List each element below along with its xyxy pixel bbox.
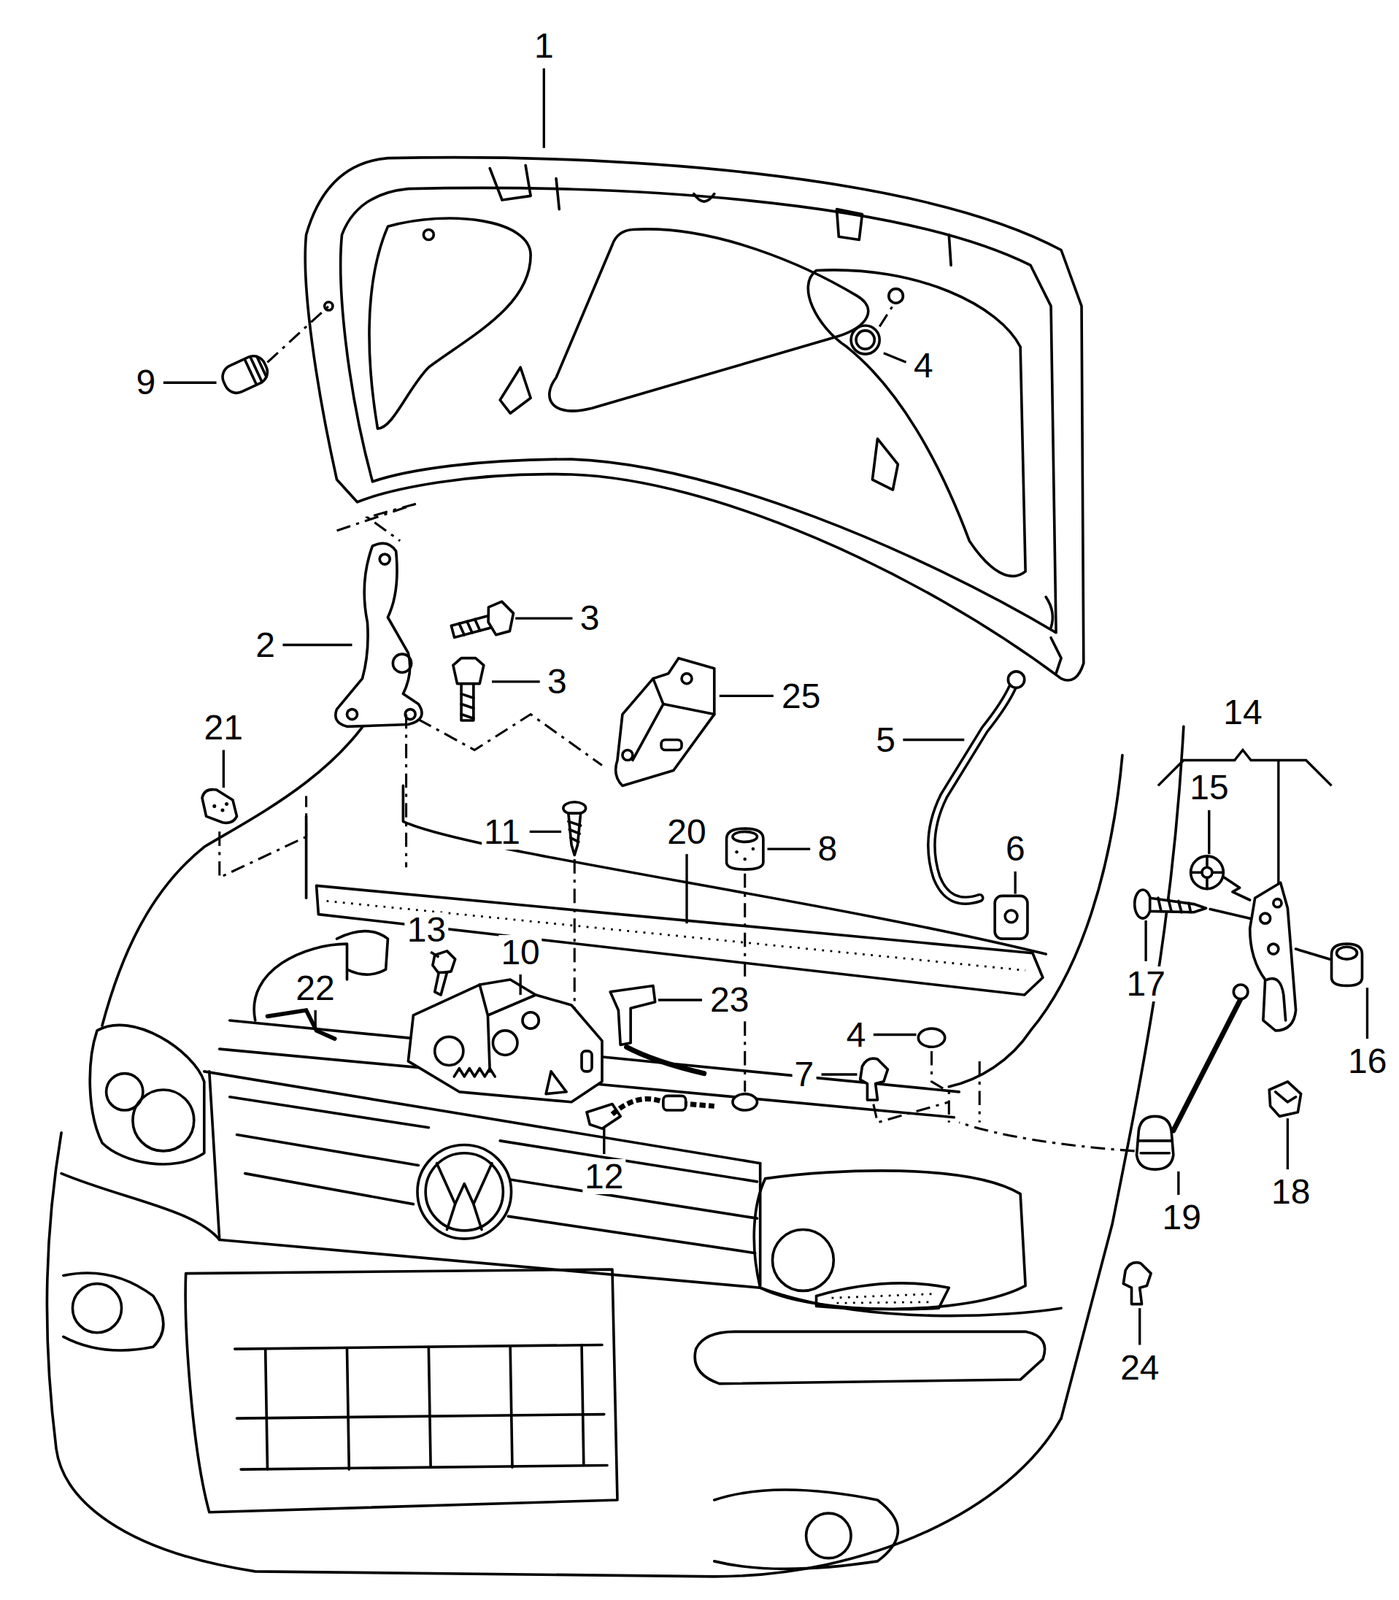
callout-number: 19: [1159, 1199, 1203, 1235]
foam-strip: [316, 885, 1043, 995]
callout-number: 9: [134, 364, 159, 400]
callout-number: 5: [873, 722, 898, 758]
leader-lines: [163, 68, 1368, 1345]
callout-number: 3: [545, 664, 570, 700]
hood-panel: [305, 157, 1084, 681]
callout-number: 24: [1118, 1350, 1162, 1386]
callout-number: 11: [481, 814, 523, 850]
car-body: [46, 704, 1183, 1577]
callout-number: 25: [779, 678, 823, 714]
callout-number: 8: [815, 831, 840, 867]
callout-number: 13: [405, 912, 449, 948]
callout-number: 22: [293, 970, 337, 1006]
callout-number: 4: [911, 348, 936, 384]
callout-number: 6: [1003, 831, 1028, 867]
callout-number: 4: [844, 1017, 869, 1053]
callout-number: 18: [1269, 1174, 1313, 1210]
callout-number: 10: [498, 934, 542, 970]
hood-parts: [202, 304, 1362, 1305]
callout-number: 12: [582, 1158, 626, 1194]
callout-number: 1: [532, 28, 557, 64]
callout-number: 21: [202, 710, 246, 746]
callout-number: 15: [1187, 769, 1231, 805]
callout-number: 7: [791, 1056, 816, 1092]
callout-number: 2: [253, 627, 278, 663]
callout-number: 14: [1220, 694, 1264, 730]
callout-number: 20: [664, 814, 708, 850]
callout-number: 16: [1345, 1043, 1389, 1079]
callout-number: 3: [577, 600, 603, 636]
callout-number: 23: [707, 982, 751, 1018]
callout-number: 17: [1124, 966, 1168, 1002]
